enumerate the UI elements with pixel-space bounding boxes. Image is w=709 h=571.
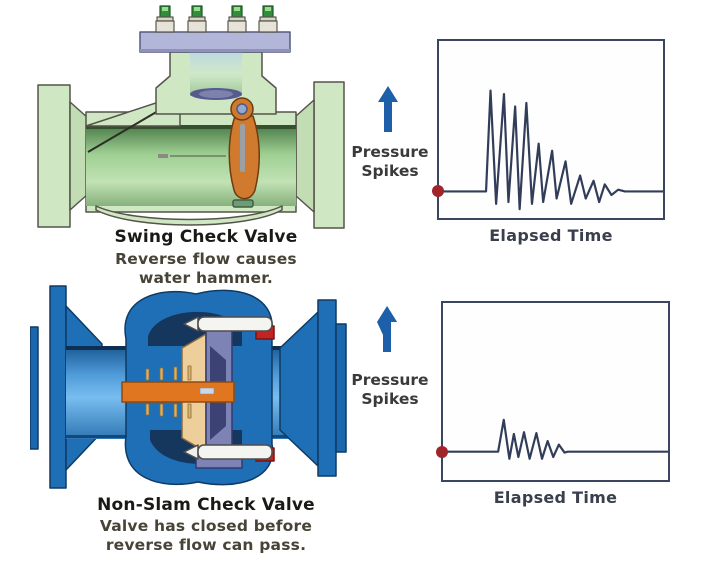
- nonslam-top-stem-pin: [183, 316, 275, 340]
- chart2-x-axis-label: Elapsed Time: [493, 488, 618, 507]
- swing-bonnet-neck: [155, 51, 277, 115]
- swing-body-sump: [95, 205, 283, 226]
- swing-left-flange: [37, 84, 89, 228]
- swing-pressure-trace: [439, 41, 663, 218]
- nonslam-bottom-stem-pin: [183, 444, 275, 462]
- nonslam-valve-caption: Valve has closed before reverse flow can…: [45, 517, 367, 555]
- nonslam-pressure-chart: [436, 301, 670, 482]
- nonslam-valve-caption-line1: Valve has closed before: [99, 517, 313, 535]
- swing-pipe-bore: [86, 126, 296, 206]
- nonslam-valve-caption-line2: reverse flow can pass.: [105, 536, 307, 554]
- nonslam-right-flange: [279, 299, 347, 477]
- chart1-x-axis-label: Elapsed Time: [489, 226, 613, 245]
- chart1-start-point-marker: [432, 185, 444, 198]
- nonslam-pressure-trace: [443, 303, 668, 480]
- pressure-up-arrow-icon: [378, 86, 398, 132]
- non-slam-check-valve-illustration: [30, 285, 347, 489]
- swing-valve-caption-line1: Reverse flow causes: [115, 250, 297, 268]
- swing-valve-caption-line2: water hammer.: [139, 269, 273, 287]
- swing-pressure-chart: [432, 39, 665, 220]
- chart2-y-axis-label: Pressure Spikes: [351, 371, 429, 408]
- swing-valve-title: Swing Check Valve: [114, 227, 298, 247]
- swing-check-valve-illustration: [37, 5, 345, 229]
- swing-right-flange: [295, 81, 345, 229]
- nonslam-shaft: [121, 381, 235, 403]
- swing-flapper-disc: [228, 97, 261, 208]
- chart2-start-point-marker: [436, 445, 448, 458]
- pressure-up-arrow-icon-2: [377, 306, 397, 352]
- chart1-y-axis-label: Pressure Spikes: [351, 143, 429, 180]
- swing-valve-caption: Reverse flow causes water hammer.: [45, 250, 367, 288]
- swing-bonnet-cover: [139, 31, 291, 53]
- swing-disc-part-label: [158, 154, 226, 158]
- nonslam-springs: [145, 365, 192, 419]
- swing-bonnet-bolts: [155, 5, 278, 33]
- nonslam-valve-title: Non-Slam Check Valve: [97, 495, 315, 515]
